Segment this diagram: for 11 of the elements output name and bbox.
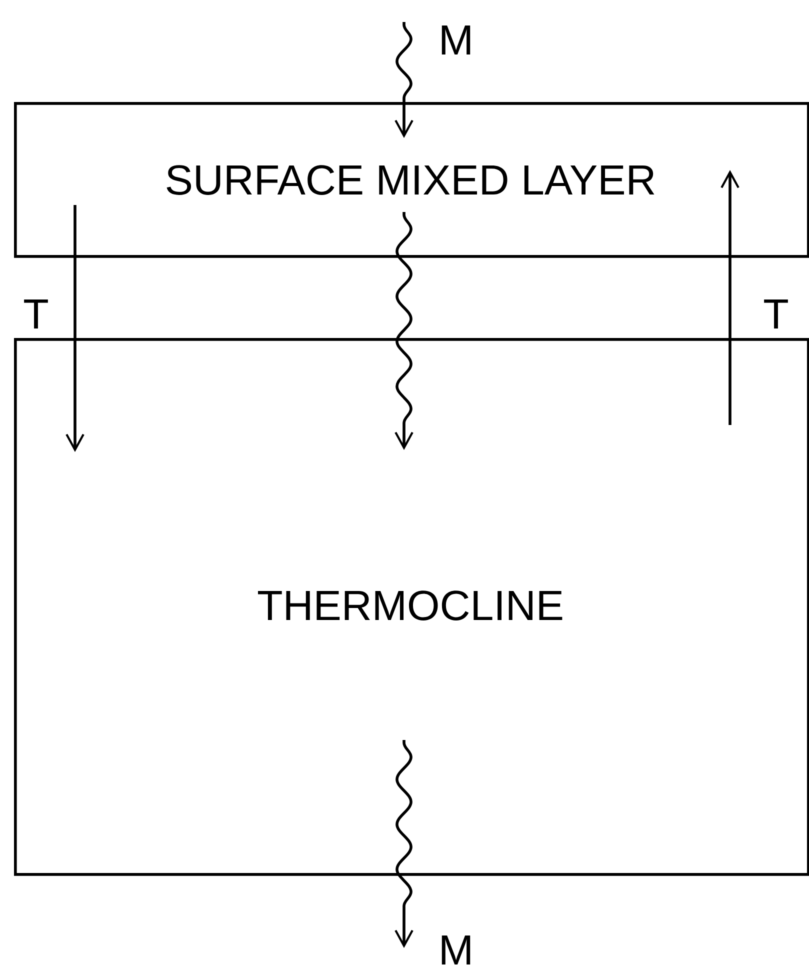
wavy-arrow bbox=[394, 212, 414, 450]
flux-label: M bbox=[442, 26, 470, 54]
arrow bbox=[720, 170, 740, 425]
layer-box: THERMOCLINE bbox=[14, 338, 809, 876]
layer-box: SURFACE MIXED LAYER bbox=[14, 102, 809, 258]
edge-label: T bbox=[22, 298, 50, 330]
arrow bbox=[66, 205, 84, 452]
flux-label: M bbox=[442, 936, 470, 965]
edge-label: T bbox=[762, 298, 790, 330]
wavy-arrow bbox=[394, 22, 414, 138]
wavy-arrow bbox=[394, 740, 414, 948]
